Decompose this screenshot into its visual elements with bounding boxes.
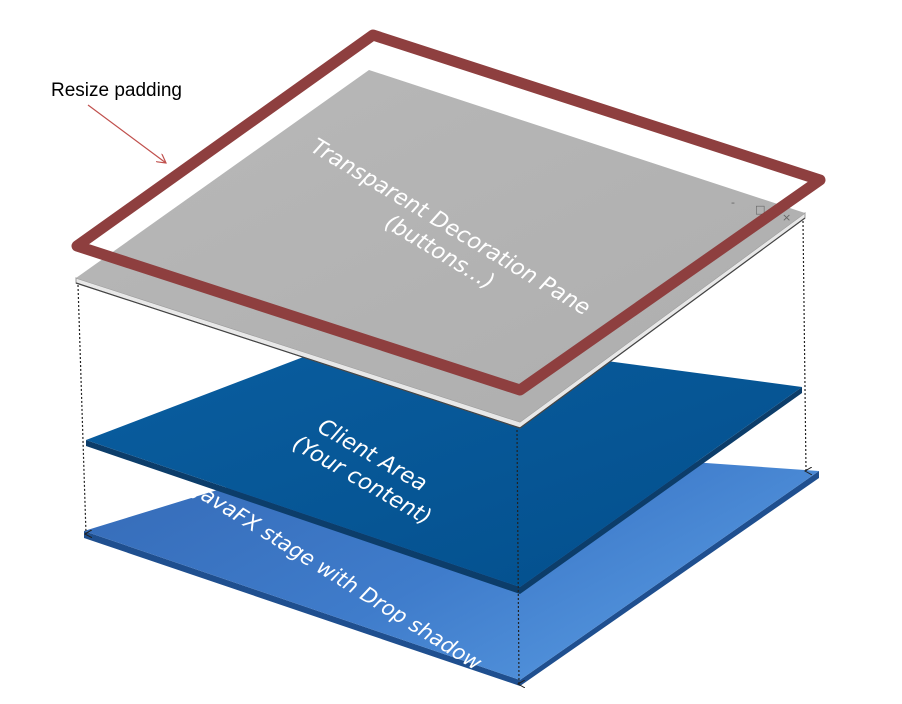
callout-arrow	[87, 104, 166, 163]
window-controls: - □ ×	[731, 196, 791, 224]
resize-padding-callout: Resize padding	[51, 80, 182, 163]
decoration-layer-plane	[76, 70, 805, 422]
projection-arrow-right	[802, 220, 806, 471]
resize-padding-label: Resize padding	[51, 80, 182, 101]
client-layer-edge	[86, 387, 802, 594]
minimize-icon: -	[731, 196, 735, 209]
maximize-icon: □	[755, 203, 765, 216]
client-layer: Client Area (Your content)	[86, 330, 802, 594]
client-layer-plane	[86, 330, 802, 587]
decoration-layer-rim	[75, 282, 521, 429]
close-icon: ×	[782, 211, 791, 224]
projection-arrows	[77, 220, 806, 684]
decoration-layer: - □ × Transparent Decoration Pane (butto…	[75, 70, 806, 429]
projection-arrow-left	[77, 284, 86, 534]
stage-layer-edge	[84, 471, 819, 686]
decoration-layer-rim-right	[519, 217, 806, 429]
resize-padding-frame	[71, 29, 826, 396]
